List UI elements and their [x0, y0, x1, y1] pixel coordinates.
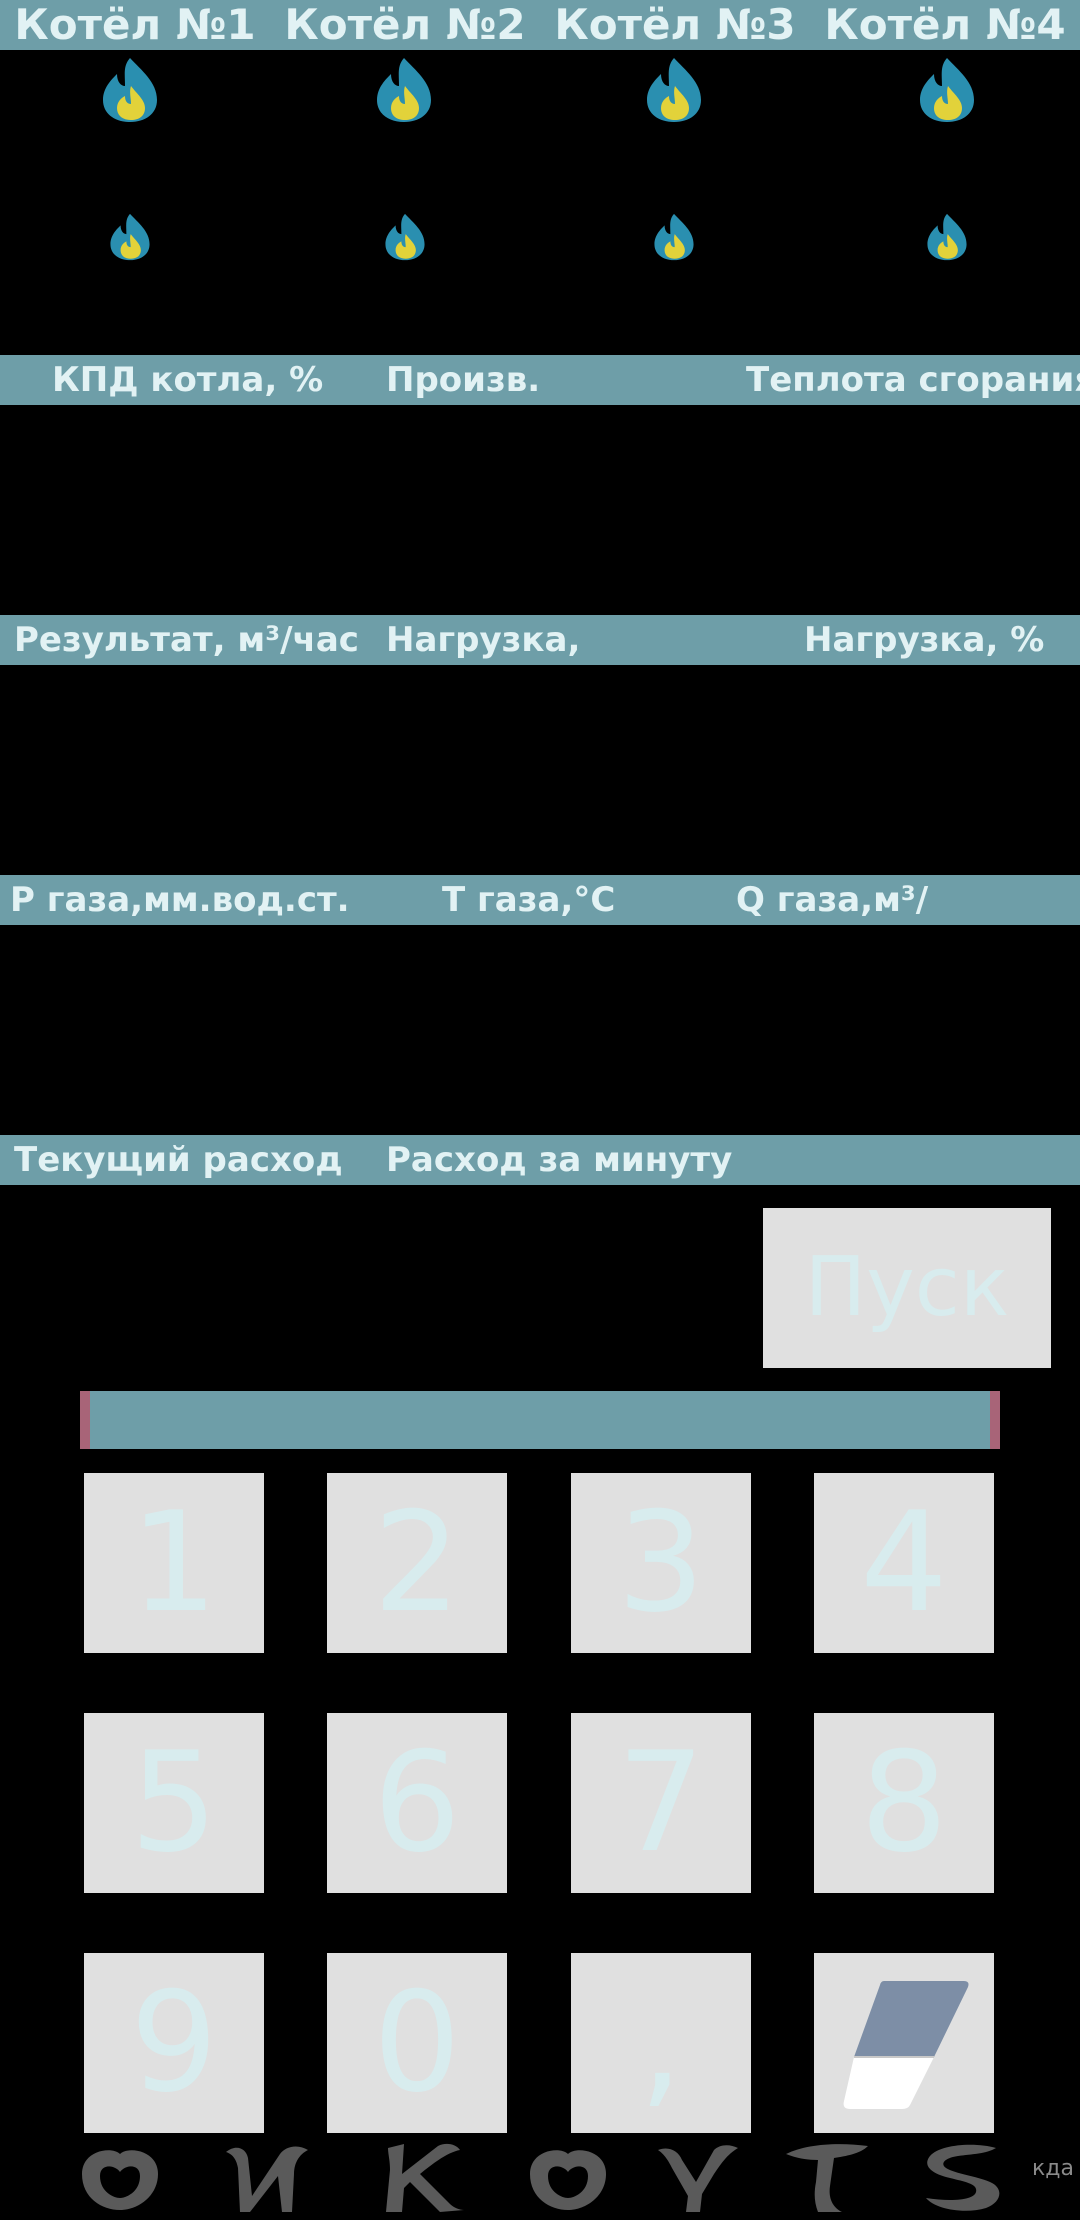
production-label: Произв.: [386, 360, 541, 400]
eraser-icon: [843, 1981, 969, 2109]
params-bar-gas: Р газа,мм.вод.ст. Т газа,°С Q газа,м³/: [0, 875, 1080, 925]
params-bar-consumption: Текущий расход Расход за минуту: [0, 1135, 1080, 1185]
flame-icon[interactable]: [101, 56, 159, 124]
nav-k-icon[interactable]: [376, 2140, 466, 2216]
efficiency-label: КПД котла, %: [52, 360, 324, 400]
flame-icon[interactable]: [375, 56, 433, 124]
input-display[interactable]: [80, 1391, 1000, 1449]
flame-icon[interactable]: [918, 56, 976, 124]
start-button[interactable]: Пуск: [763, 1208, 1051, 1368]
nav-t-icon[interactable]: [782, 2140, 872, 2216]
flame-icon[interactable]: [384, 212, 426, 262]
key-6[interactable]: 6: [327, 1713, 507, 1893]
heat-value-label: Теплота сгорания: [746, 360, 1080, 400]
key-1[interactable]: 1: [84, 1473, 264, 1653]
key-0[interactable]: 0: [327, 1953, 507, 2133]
nav-s-icon[interactable]: [916, 2140, 1006, 2216]
flame-icon[interactable]: [645, 56, 703, 124]
load-label: Нагрузка,: [386, 620, 581, 660]
nav-o-icon[interactable]: [74, 2140, 164, 2216]
gas-temperature-label: Т газа,°С: [442, 880, 616, 920]
key-4[interactable]: 4: [814, 1473, 994, 1653]
gas-pressure-label: Р газа,мм.вод.ст.: [10, 880, 350, 920]
key-2[interactable]: 2: [327, 1473, 507, 1653]
boiler-header-bar: Котёл №1 Котёл №2 Котёл №3 Котёл №4: [0, 0, 1080, 50]
boiler-1-title[interactable]: Котёл №1: [14, 0, 256, 49]
key-9[interactable]: 9: [84, 1953, 264, 2133]
nav-o-icon[interactable]: [522, 2140, 612, 2216]
key-8[interactable]: 8: [814, 1713, 994, 1893]
result-label: Результат, м³/час: [14, 620, 359, 660]
boiler-2-title[interactable]: Котёл №2: [284, 0, 526, 49]
params-bar-result: Результат, м³/час Нагрузка, Нагрузка, %: [0, 615, 1080, 665]
nav-n-icon[interactable]: [222, 2140, 312, 2216]
clear-button[interactable]: [814, 1953, 994, 2133]
flame-icon[interactable]: [109, 212, 151, 262]
params-bar-efficiency: КПД котла, % Произв. Теплота сгорания: [0, 355, 1080, 405]
current-consumption-label: Текущий расход: [14, 1140, 343, 1180]
consumption-per-minute-label: Расход за минуту: [386, 1140, 733, 1180]
flame-icon[interactable]: [926, 212, 968, 262]
key-5[interactable]: 5: [84, 1713, 264, 1893]
flame-icon[interactable]: [653, 212, 695, 262]
key-7[interactable]: 7: [571, 1713, 751, 1893]
gas-flow-label: Q газа,м³/: [736, 880, 929, 920]
boiler-4-title[interactable]: Котёл №4: [824, 0, 1066, 49]
nav-label: кда: [1032, 2156, 1074, 2181]
load-percent-label: Нагрузка, %: [804, 620, 1045, 660]
key-3[interactable]: 3: [571, 1473, 751, 1653]
nav-y-icon[interactable]: [652, 2140, 742, 2216]
boiler-3-title[interactable]: Котёл №3: [554, 0, 796, 49]
key-comma[interactable]: ,: [571, 1953, 751, 2133]
